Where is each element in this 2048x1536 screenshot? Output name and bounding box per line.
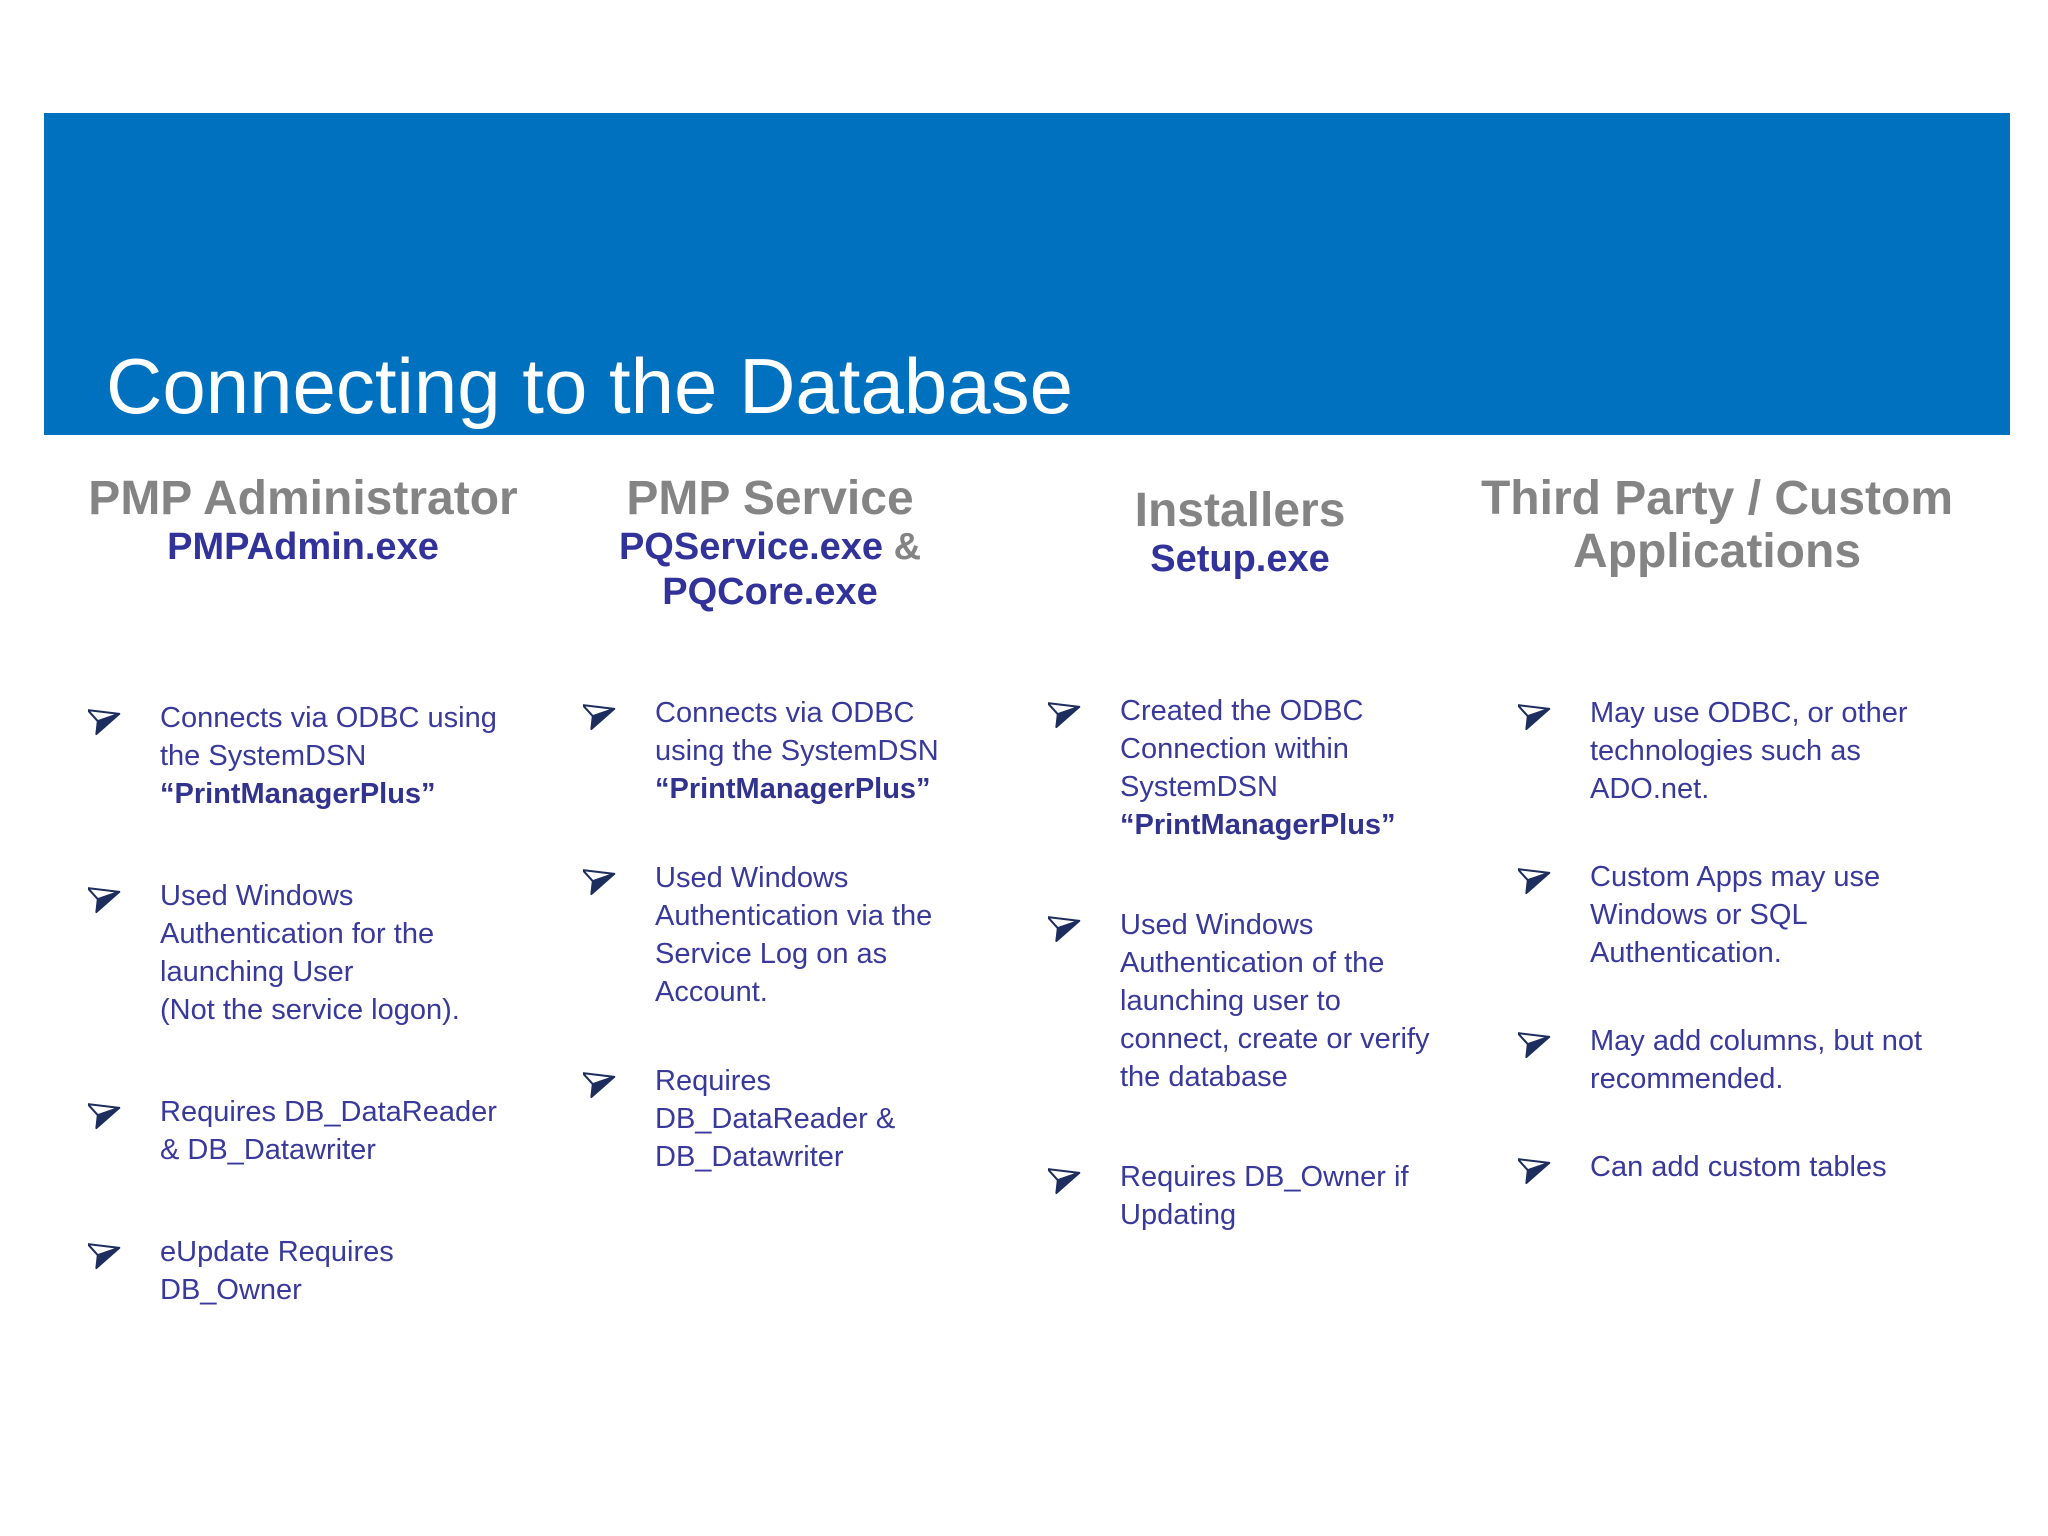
column-header-pmp-administrator: PMP Administrator PMPAdmin.exe (88, 472, 517, 570)
arrow-bullet-icon (583, 694, 655, 731)
column-title: PMP Administrator (88, 472, 518, 525)
column-header-installers: Installers Setup.exe (1135, 484, 1346, 582)
bullet-text-segment: Connects via ODBC using the SystemDSN (655, 697, 939, 767)
column-header-third-party: Third Party / Custom Applications (1481, 472, 1953, 578)
bullet-text: Created the ODBC Connection within Syste… (1120, 692, 1396, 844)
bullet-text: May add columns, but not recommended. (1590, 1022, 1922, 1098)
bullet-item: Connects via ODBC using the SystemDSN “P… (583, 694, 1013, 808)
bullet-list-pmp-service: Connects via ODBC using the SystemDSN “P… (583, 694, 1013, 1227)
bullet-text: Requires DB_Owner if Updating (1120, 1158, 1409, 1234)
bullet-list-pmp-administrator: Connects via ODBC using the SystemDSN “P… (88, 699, 578, 1373)
bullet-item: Used Windows Authentication via the Serv… (583, 859, 1013, 1011)
arrow-bullet-icon (88, 699, 160, 736)
bullet-item: Requires DB_Owner if Updating (1048, 1158, 1508, 1234)
bullet-text: May use ODBC, or other technologies such… (1590, 694, 1908, 808)
bullet-text-segment: May use ODBC, or other technologies such… (1590, 697, 1908, 805)
bullet-text-segment: Can add custom tables (1590, 1151, 1887, 1183)
bullet-list-installers: Created the ODBC Connection within Syste… (1048, 692, 1508, 1296)
arrow-bullet-icon (1048, 692, 1120, 729)
arrow-bullet-icon (1518, 1148, 1590, 1185)
bullet-text-segment: Used Windows Authentication for the laun… (160, 880, 460, 1026)
title-banner: Connecting to the Database (44, 113, 2010, 435)
arrow-bullet-icon (1518, 858, 1590, 895)
arrow-bullet-icon (1518, 694, 1590, 731)
bullet-text: Connects via ODBC using the SystemDSN “P… (655, 694, 939, 808)
bullet-item: Requires DB_DataReader & DB_Datawriter (583, 1062, 1013, 1176)
bullet-text: Requires DB_DataReader & DB_Datawriter (160, 1093, 497, 1169)
bullet-list-third-party: May use ODBC, or other technologies such… (1518, 694, 2008, 1236)
bullet-text: Used Windows Authentication via the Serv… (655, 859, 932, 1011)
arrow-bullet-icon (1048, 906, 1120, 943)
exe-text: PQService.exe (618, 526, 884, 568)
bullet-text-bold-segment: “PrintManagerPlus” (655, 773, 931, 805)
bullet-item: Custom Apps may use Windows or SQL Authe… (1518, 858, 2008, 972)
bullet-item: May use ODBC, or other technologies such… (1518, 694, 2008, 808)
ampersand: & (883, 526, 922, 568)
bullet-text-segment: Requires DB_DataReader & DB_Datawriter (160, 1096, 497, 1166)
bullet-text-segment: eUpdate Requires DB_Owner (160, 1236, 394, 1306)
page-title: Connecting to the Database (106, 342, 1074, 430)
bullet-text: eUpdate Requires DB_Owner (160, 1233, 394, 1309)
bullet-text: Used Windows Authentication of the launc… (1120, 906, 1429, 1096)
bullet-item: May add columns, but not recommended. (1518, 1022, 2008, 1098)
bullet-item: Can add custom tables (1518, 1148, 2008, 1186)
bullet-item: Connects via ODBC using the SystemDSN “P… (88, 699, 578, 813)
column-exe-name-2: PQCore.exe (662, 571, 878, 613)
bullet-text: Can add custom tables (1590, 1148, 1887, 1186)
bullet-text: Connects via ODBC using the SystemDSN “P… (160, 699, 497, 813)
bullet-text-bold-segment: “PrintManagerPlus” (1120, 809, 1396, 841)
bullet-text: Requires DB_DataReader & DB_Datawriter (655, 1062, 895, 1176)
column-exe-name: PQService.exe & (619, 525, 921, 570)
column-exe-name: Setup.exe (1150, 538, 1330, 580)
arrow-bullet-icon (1048, 1158, 1120, 1195)
bullet-text-segment: Requires DB_DataReader & DB_Datawriter (655, 1065, 896, 1173)
column-title: Installers (1134, 484, 1346, 537)
bullet-text-segment: Custom Apps may use Windows or SQL Authe… (1590, 861, 1881, 969)
bullet-text: Used Windows Authentication for the laun… (160, 877, 460, 1029)
bullet-text-segment: Used Windows Authentication of the launc… (1120, 909, 1430, 1093)
column-exe-name: PMPAdmin.exe (167, 526, 439, 568)
column-header-pmp-service: PMP Service PQService.exe & PQCore.exe (619, 472, 921, 615)
arrow-bullet-icon (88, 877, 160, 914)
bullet-text-segment: Created the ODBC Connection within Syste… (1120, 695, 1364, 803)
bullet-text-segment: May add columns, but not recommended. (1590, 1025, 1923, 1095)
arrow-bullet-icon (1518, 1022, 1590, 1059)
bullet-item: Used Windows Authentication of the launc… (1048, 906, 1508, 1096)
bullet-text: Custom Apps may use Windows or SQL Authe… (1590, 858, 1880, 972)
arrow-bullet-icon (88, 1233, 160, 1270)
bullet-text-segment: Used Windows Authentication via the Serv… (655, 862, 933, 1008)
column-title-line2: Applications (1572, 525, 1862, 578)
arrow-bullet-icon (88, 1093, 160, 1130)
bullet-text-segment: Connects via ODBC using the SystemDSN (160, 702, 497, 772)
bullet-item: Used Windows Authentication for the laun… (88, 877, 578, 1029)
bullet-item: Created the ODBC Connection within Syste… (1048, 692, 1508, 844)
arrow-bullet-icon (583, 1062, 655, 1099)
arrow-bullet-icon (583, 859, 655, 896)
column-title: Third Party / Custom (1480, 472, 1954, 525)
bullet-item: Requires DB_DataReader & DB_Datawriter (88, 1093, 578, 1169)
bullet-text-segment: Requires DB_Owner if Updating (1120, 1161, 1409, 1231)
bullet-item: eUpdate Requires DB_Owner (88, 1233, 578, 1309)
bullet-text-bold-segment: “PrintManagerPlus” (160, 778, 436, 810)
column-title: PMP Service (626, 472, 914, 525)
